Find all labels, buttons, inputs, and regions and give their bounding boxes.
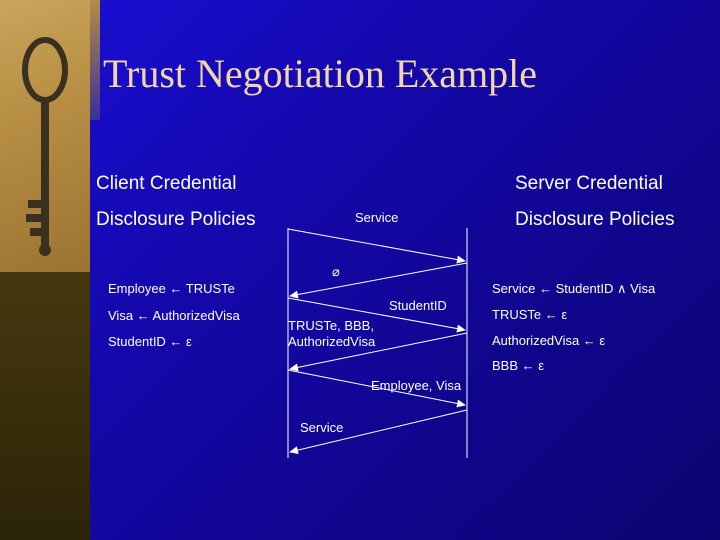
message-studentid: StudentID [389,298,447,313]
client-policy-employee: Employee ← TRUSTe [108,281,235,296]
photo-edge [90,0,100,120]
arrow-studentid [287,297,466,333]
message-service-request: Service [355,210,399,225]
arrow-truste-bbb [289,332,468,372]
server-policy-bbb: BBB ← ε [492,358,545,373]
message-truste-bbb-line1: TRUSTe, BBB, [288,318,374,333]
arrow-empty-response [289,262,468,299]
client-policy-studentid: StudentID ← ε [108,334,192,349]
client-heading-line2: Disclosure Policies [96,209,256,230]
message-service-granted: Service [300,420,344,435]
slide-title: Trust Negotiation Example [103,51,538,96]
arrow-service-granted [289,409,468,455]
message-truste-bbb-line2: AuthorizedVisa [288,334,376,349]
server-policy-service: Service ← StudentID ∧ Visa [492,281,656,296]
server-policy-authorizedvisa: AuthorizedVisa ← ε [492,333,606,348]
client-policy-visa: Visa ← AuthorizedVisa [108,308,240,323]
key-icon [22,37,68,256]
arrow-employee-visa [287,369,466,408]
server-policy-truste: TRUSTe ← ε [492,307,568,322]
message-employee-visa: Employee, Visa [371,378,462,393]
arrow-service-request [287,228,466,264]
key-photo [0,0,90,272]
message-empty-policy: ⌀ [332,264,340,279]
server-heading-line2: Disclosure Policies [515,209,675,230]
client-heading-line1: Client Credential [96,173,237,194]
server-heading-line1: Server Credential [515,173,663,194]
